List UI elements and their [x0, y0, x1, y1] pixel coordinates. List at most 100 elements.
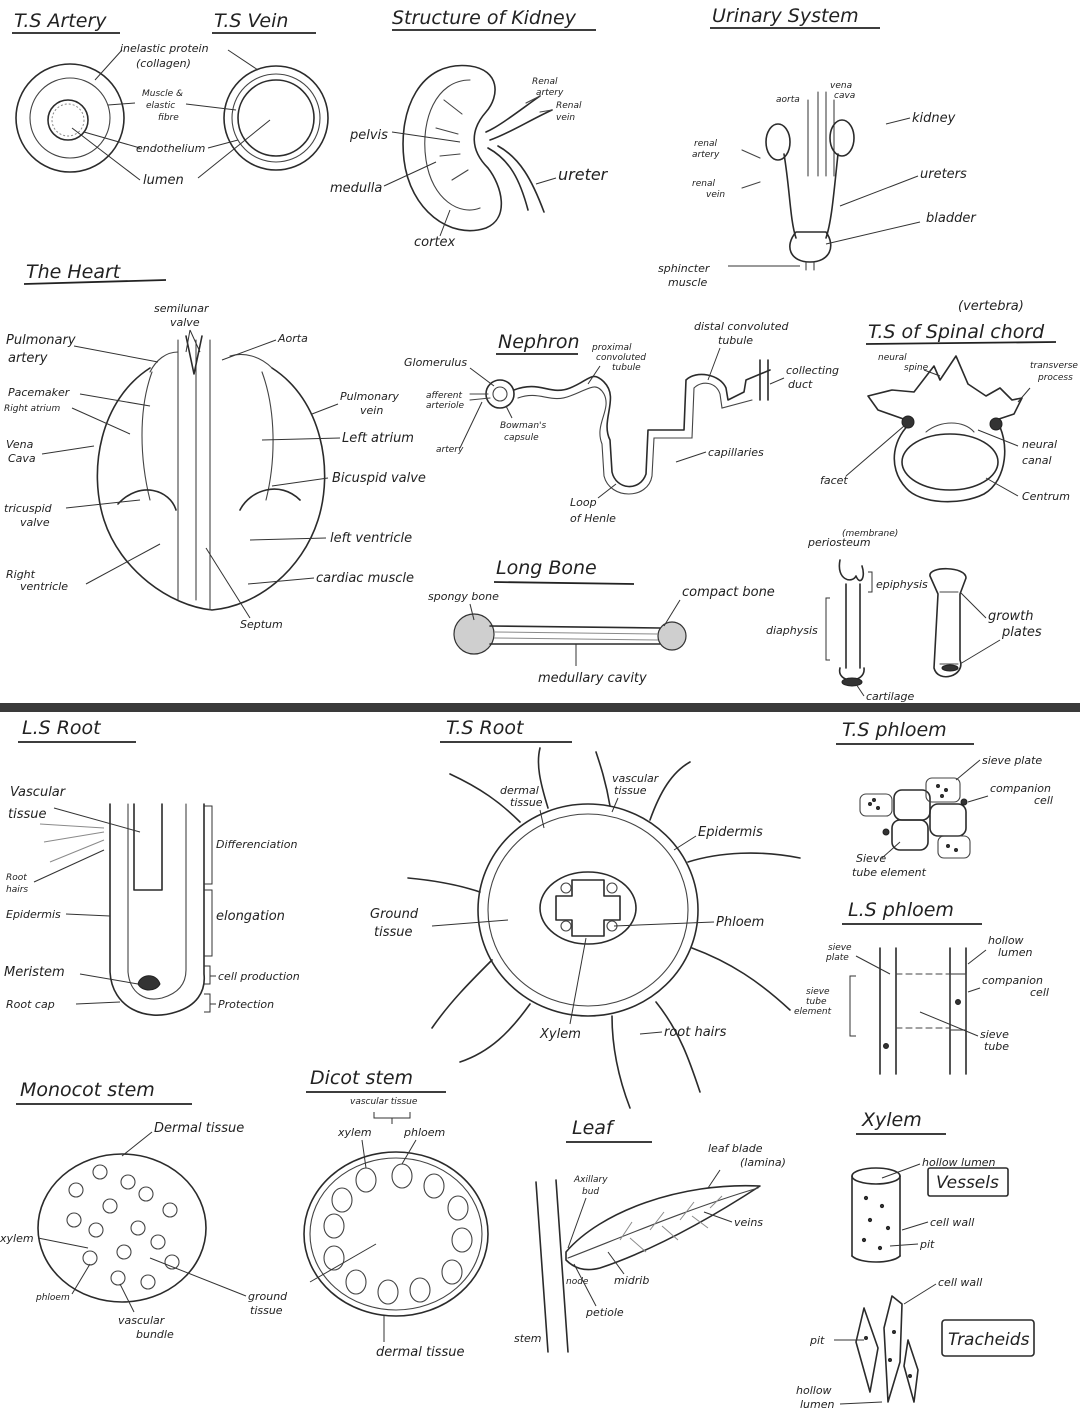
label-neural-canal-1: neural [1022, 438, 1057, 451]
label-phloem: Phloem [716, 915, 764, 930]
spinal-title: T.S of Spinal chord [868, 321, 1045, 343]
label-cortex: cortex [414, 235, 456, 250]
spongy-bone-end-left [453, 613, 495, 655]
root-hair-lines [39, 823, 105, 863]
label-neural-canal-2: canal [1022, 454, 1052, 467]
label-dermal-tissue-monocot: Dermal tissue [154, 1121, 244, 1136]
collecting-duct [759, 359, 769, 401]
ls-phloem-diagram: L.S phloem sieve plate hollow lumen comp… [794, 899, 1049, 1075]
label-petiole: petiole [585, 1306, 624, 1319]
label-distal: distal convoluted [694, 320, 789, 333]
label-sieve-tube-1: sieve [980, 1028, 1009, 1041]
label-dermal: dermal [500, 784, 539, 797]
label-of-henle: of Henle [570, 512, 616, 525]
label-renal-v-2: vein [706, 190, 725, 200]
leaf-veins [619, 1195, 723, 1253]
label-renal-v-1: renal [692, 179, 715, 189]
label-facet: facet [820, 474, 848, 487]
label-elastic: elastic [146, 101, 175, 111]
dicot-inner-outline [309, 1157, 483, 1311]
sieve-tube-column-2 [949, 947, 967, 1075]
sieve-tube-cell-1 [893, 789, 931, 821]
label-spine: spine [904, 363, 929, 373]
label-cava: cava [834, 91, 855, 101]
label-centrum: Centrum [1022, 490, 1070, 503]
kidney-right [829, 119, 855, 157]
label-companion-ls: companion [982, 974, 1043, 987]
nephron-diagram: Nephron Glomerulus afferent arteriole ar… [404, 320, 839, 525]
kidney-pyramids [435, 99, 469, 181]
ts-vein-diagram: T.S Vein [185, 10, 329, 179]
label-vascular-bundle: vascular [118, 1314, 166, 1327]
label-dermal-tissue-dicot: dermal tissue [376, 1345, 464, 1360]
label-phloem-monocot: phloem [35, 1293, 70, 1303]
label-midrib: midrib [614, 1274, 649, 1287]
label-hollow: hollow [988, 934, 1024, 947]
vessel-pits [861, 1195, 891, 1251]
bladder-shape [789, 231, 832, 263]
label-fibre: fibre [158, 113, 179, 123]
heart-title: The Heart [26, 261, 122, 283]
companion-cell-1 [859, 793, 893, 817]
meristem-mark [137, 975, 161, 991]
label-lamina: (lamina) [740, 1156, 786, 1169]
neural-canal-shape [925, 422, 975, 433]
label-renal-vein-1: Renal [556, 101, 582, 111]
long-bone-diagram: Long Bone spongy bone compact bone medul… [428, 529, 1042, 703]
label-medullary-cavity: medullary cavity [538, 671, 647, 686]
av-valves [117, 488, 301, 511]
label-cell-wall-2: cell wall [938, 1276, 982, 1289]
label-pulmonary-vein-1: Pulmonary [340, 390, 399, 403]
leaf-title: Leaf [572, 1117, 616, 1139]
nephron-title: Nephron [498, 331, 579, 353]
label-collecting: collecting [786, 364, 839, 377]
label-arteriole: arteriole [426, 401, 464, 411]
xylem-cross [555, 879, 621, 937]
label-lumen: lumen [143, 173, 184, 188]
label-muscle: Muscle & [142, 89, 183, 99]
label-cartilage: cartilage [866, 690, 914, 703]
label-ureter: ureter [558, 165, 609, 184]
semilunar-valve-shape [185, 335, 203, 375]
sieve-tube-cell-3 [891, 819, 929, 851]
label-muscle: muscle [668, 276, 708, 289]
label-lumen-2: lumen [800, 1398, 835, 1411]
label-left-ventricle: left ventricle [330, 531, 412, 546]
xylem-title: Xylem [861, 1109, 922, 1131]
facet-right [989, 417, 1003, 431]
label-vascular-tissue-1: vascular [612, 772, 660, 785]
label-medulla: medulla [330, 181, 382, 196]
xylem-diagram: Xylem hollow lumen Vessels cell wall pit… [796, 1109, 1035, 1411]
label-axillary: Axillary [573, 1175, 608, 1185]
spongy-bone-end-right [657, 621, 687, 651]
phloem-patch-1 [560, 882, 572, 894]
label-compact-bone: compact bone [682, 585, 775, 600]
spinal-chord-diagram: (vertebra) T.S of Spinal chord neural sp… [820, 299, 1078, 503]
label-vascular-tissue-2: tissue [614, 784, 647, 797]
vertebra-outline [867, 355, 1023, 503]
root-epidermis-inner [127, 803, 187, 1000]
label-neural: neural [878, 353, 907, 363]
vessel-top [851, 1167, 901, 1185]
label-vena: Vena [6, 438, 34, 451]
kidney-outline [402, 64, 503, 232]
label-sieve-tube-element-2: tube [806, 997, 827, 1007]
phloem-patch-3 [560, 920, 572, 932]
label-process: process [1037, 373, 1073, 383]
septum-vessels [177, 339, 211, 611]
cartilage-mark [841, 677, 863, 687]
label-epiphysis: epiphysis [876, 578, 928, 591]
label-afferent: afferent [426, 391, 462, 401]
label-tube-element: tube element [852, 866, 927, 879]
label-ground-tissue: tissue [374, 925, 413, 940]
label-tracheids: Tracheids [948, 1330, 1030, 1350]
label-right: Right [6, 568, 36, 581]
sieve-plates-line [895, 973, 951, 1029]
vascular-cylinder [539, 871, 637, 945]
heart-diagram: The Heart semilunar valve Pulmonary arte… [4, 261, 426, 631]
label-xylem-dicot: xylem [337, 1126, 372, 1139]
urinary-title: Urinary System [712, 5, 859, 27]
ureters-lines [783, 153, 839, 239]
label-loop: Loop [570, 496, 597, 509]
label-sieve-tube-2: tube [984, 1040, 1009, 1053]
